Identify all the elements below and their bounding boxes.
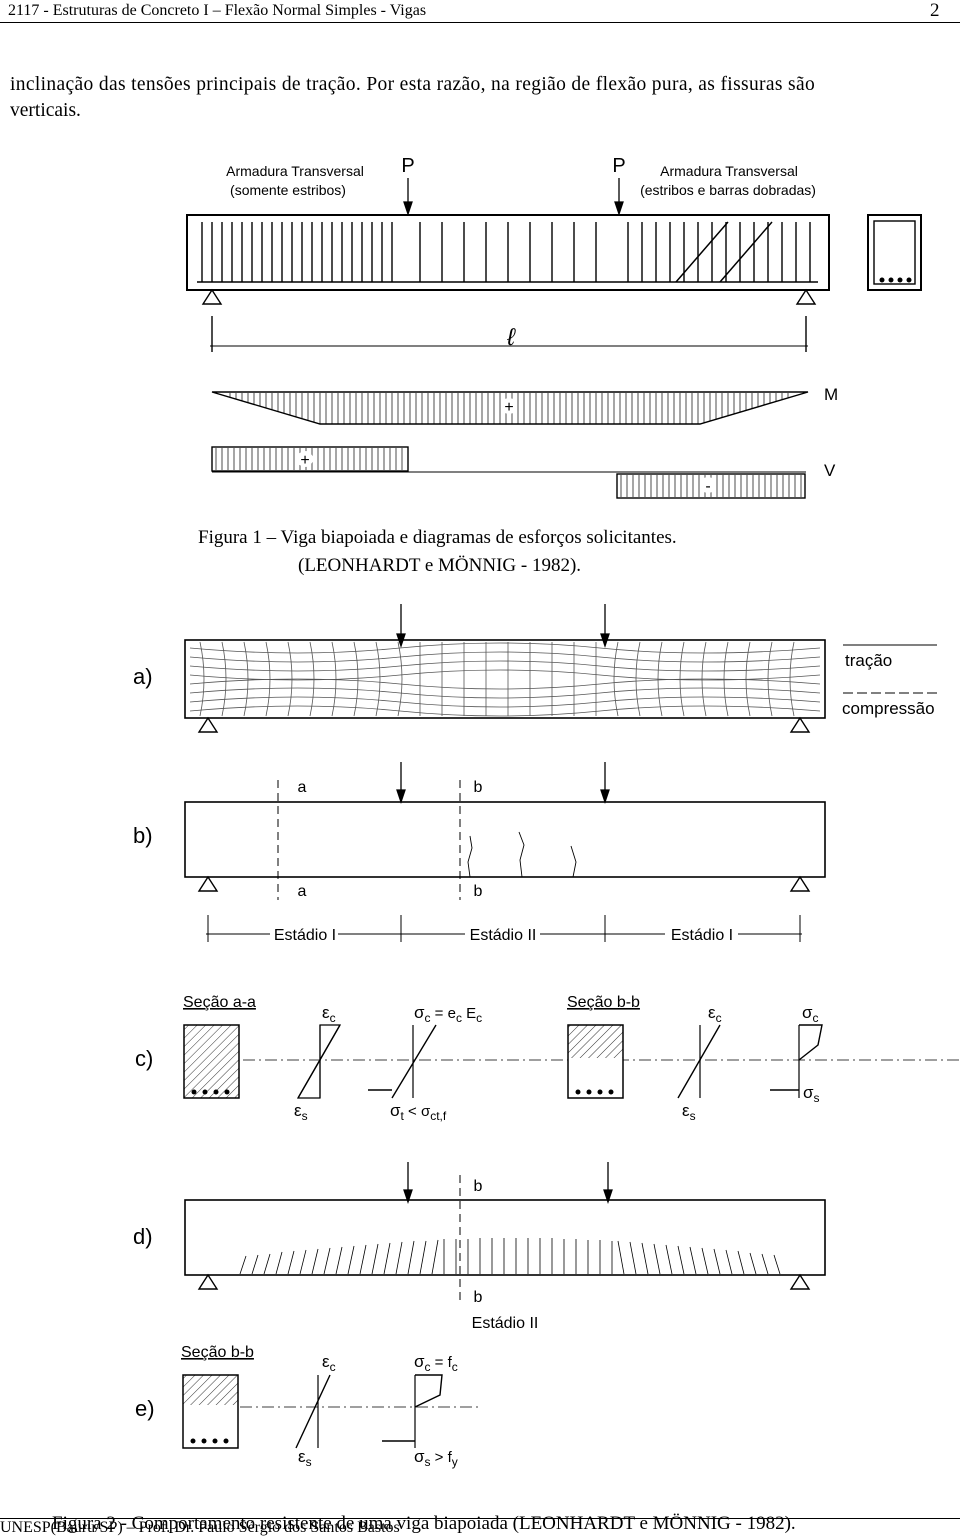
panel-e-compression-zone [183, 1375, 238, 1405]
footer: UNESP(Bauru/SP) – Prof. Dr. Paulo Sérgio… [0, 1518, 960, 1537]
figure-2-behavior-diagram: a) tração compressão b) a b a b Estádio … [133, 604, 960, 1469]
panel-b-supports [197, 875, 811, 892]
panel-d-section-b-bottom: b [474, 1289, 483, 1306]
panel-b-beam [184, 801, 826, 878]
panel-d-label: d) [133, 1224, 153, 1249]
panel-a-supports [197, 716, 811, 733]
panel-d-beam [184, 1199, 826, 1276]
panel-b-section-b-top: b [474, 779, 483, 796]
fig1-load-arrows [403, 178, 624, 217]
svg-text:σc = ec Ec: σc = ec Ec [414, 1003, 482, 1025]
panel-c-stress-bb [770, 1024, 823, 1098]
figure-1-caption-1: Figura 1 – Viga biapoiada e diagramas de… [198, 527, 677, 548]
svg-text:σc: σc [802, 1003, 819, 1025]
svg-text:-: - [705, 478, 710, 495]
svg-text:εc: εc [322, 1352, 336, 1374]
fig1-load-left: P [401, 155, 414, 177]
panel-b-section-a-bottom: a [298, 883, 307, 900]
header-rule [0, 22, 960, 23]
figure-1-beam-diagram: Armadura Transversal (somente estribos) … [186, 155, 922, 499]
panel-e-stress [382, 1374, 443, 1448]
fig1-moment-label: M [824, 385, 838, 404]
panel-a-stress-trajectories [189, 641, 821, 717]
body-text-line1: inclinação das tensões principais de tra… [10, 74, 816, 95]
panel-d-loads [403, 1162, 613, 1205]
svg-text:σs > fy: σs > fy [414, 1447, 458, 1469]
panel-c-strain-aa [296, 1024, 342, 1099]
panel-d-section-b-top: b [474, 1178, 483, 1195]
fig1-left-label-2: (somente estribos) [230, 182, 346, 198]
panel-c-label: c) [135, 1046, 153, 1071]
panel-e-strain [295, 1374, 331, 1449]
panel-c-strain-bb [677, 1024, 721, 1099]
panel-b-stage-dimension [206, 915, 802, 942]
section-aa-bars [191, 1089, 230, 1095]
figure-1-caption-2: (LEONHARDT e MÖNNIG - 1982). [298, 555, 582, 576]
panel-b-section-a-top: a [298, 779, 307, 796]
svg-text:εs: εs [682, 1101, 696, 1123]
stage-1-left-label: Estádio I [274, 927, 336, 944]
header-title: 2117 - Estruturas de Concreto I – Flexão… [8, 2, 427, 19]
fig1-supports [201, 288, 817, 352]
fig1-shear-diagram: + - [211, 446, 806, 499]
fig1-shear-label: V [824, 461, 836, 480]
fig1-left-label-1: Armadura Transversal [226, 163, 364, 179]
svg-text:σt < σct,f: σt < σct,f [390, 1101, 447, 1123]
fig1-cross-section [867, 214, 922, 291]
section-aa-block [183, 1024, 240, 1099]
panel-a-label: a) [133, 664, 153, 689]
section-bb-bars [575, 1089, 614, 1095]
stage-2-label: Estádio II [470, 927, 537, 944]
svg-text:εc: εc [708, 1003, 722, 1025]
panel-c-stress-aa [368, 1024, 437, 1099]
panel-b-section-lines [277, 780, 461, 900]
panel-d-cracks [239, 1238, 781, 1275]
panel-b-cracks [467, 831, 577, 878]
fig1-moment-diagram: + [211, 391, 809, 425]
legend-tension-label: tração [845, 651, 892, 670]
panel-e-math-labels: εc σc = fc εs σs > fy [298, 1352, 458, 1469]
panel-c-math-labels: εc σc = ec Ec εs σt < σct,f εc σc εs σs [294, 1003, 820, 1123]
svg-text:σs: σs [803, 1083, 820, 1105]
panel-a-beam [184, 639, 826, 719]
svg-text:+: + [300, 452, 309, 469]
panel-e-section-title: Seção b-b [181, 1344, 254, 1361]
svg-text:σc = fc: σc = fc [414, 1352, 458, 1374]
stage-1-right-label: Estádio I [671, 927, 733, 944]
fig1-span-label: ℓ [506, 324, 516, 351]
panel-d-stage-label: Estádio II [472, 1315, 539, 1332]
body-text-line2: verticais. [10, 100, 81, 121]
fig1-beam [186, 214, 830, 291]
fig1-right-label-2: (estribos e barras dobradas) [640, 182, 816, 198]
svg-text:+: + [504, 399, 513, 416]
fig1-bent-bars [197, 221, 818, 283]
panel-b-label: b) [133, 823, 153, 848]
fig1-stirrups [201, 222, 811, 282]
section-bb-compression-zone [568, 1025, 623, 1058]
panel-b-loads [396, 762, 610, 805]
section-aa-title: Seção a-a [183, 994, 256, 1011]
footer-text: UNESP(Bauru/SP) – Prof. Dr. Paulo Sérgio… [0, 1519, 400, 1536]
svg-text:εs: εs [298, 1447, 312, 1469]
page-number: 2 [930, 0, 940, 21]
section-bb-title: Seção b-b [567, 994, 640, 1011]
svg-text:εs: εs [294, 1101, 308, 1123]
svg-text:εc: εc [322, 1003, 336, 1025]
panel-b-section-b-bottom: b [474, 883, 483, 900]
fig1-load-right: P [612, 155, 625, 177]
panel-e-bars [190, 1438, 229, 1444]
panel-d-supports [197, 1273, 811, 1290]
panel-e-label: e) [135, 1396, 155, 1421]
legend-compression-label: compressão [842, 699, 935, 718]
fig1-right-label-1: Armadura Transversal [660, 163, 798, 179]
